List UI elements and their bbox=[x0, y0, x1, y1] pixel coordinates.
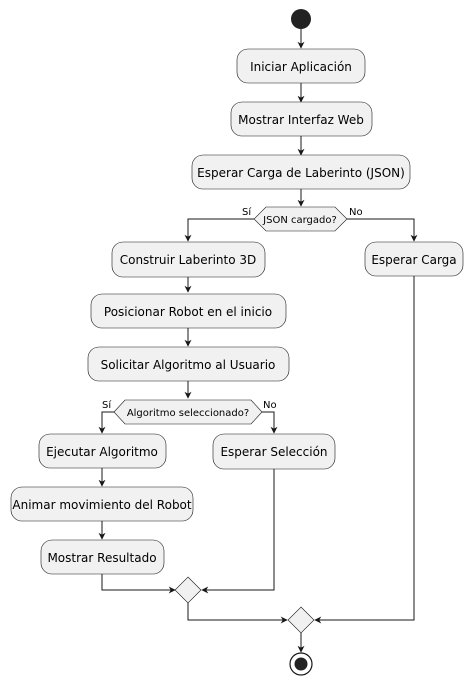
action-label: Esperar Carga de Laberinto (JSON) bbox=[197, 166, 405, 180]
action-esperar-seleccion: Esperar Selección bbox=[212, 433, 336, 470]
edge-label-no: No bbox=[263, 400, 277, 411]
action-label: Ejecutar Algoritmo bbox=[46, 445, 158, 459]
action-esperar-carga: Esperar Carga bbox=[364, 241, 464, 277]
edge-label-yes: Sí bbox=[102, 399, 112, 411]
action-label: Construir Laberinto 3D bbox=[120, 253, 257, 267]
action-label: Iniciar Aplicación bbox=[250, 60, 352, 74]
decision-algoritmo-seleccionado: Algoritmo seleccionado? bbox=[113, 399, 263, 425]
action-label: Esperar Carga bbox=[371, 253, 456, 267]
action-label: Solicitar Algoritmo al Usuario bbox=[101, 358, 276, 372]
action-mostrar-interfaz-web: Mostrar Interfaz Web bbox=[230, 101, 373, 137]
merge-node-inner bbox=[174, 576, 202, 604]
action-animar-movimiento: Animar movimiento del Robot bbox=[10, 486, 194, 522]
end-node bbox=[289, 652, 313, 676]
action-label: Posicionar Robot en el inicio bbox=[104, 305, 272, 319]
decision-json-cargado: JSON cargado? bbox=[253, 206, 348, 232]
decision-label: JSON cargado? bbox=[262, 215, 337, 226]
edge-label-yes: Sí bbox=[242, 206, 252, 218]
action-solicitar-algoritmo: Solicitar Algoritmo al Usuario bbox=[87, 346, 290, 382]
action-label: Mostrar Resultado bbox=[47, 551, 156, 565]
action-iniciar-aplicacion: Iniciar Aplicación bbox=[236, 48, 366, 84]
decision-label: Algoritmo seleccionado? bbox=[127, 408, 249, 419]
action-ejecutar-algoritmo: Ejecutar Algoritmo bbox=[38, 433, 167, 469]
action-mostrar-resultado: Mostrar Resultado bbox=[40, 539, 165, 575]
action-posicionar-robot: Posicionar Robot en el inicio bbox=[90, 293, 287, 329]
action-construir-laberinto: Construir Laberinto 3D bbox=[111, 241, 266, 278]
edges bbox=[98, 29, 418, 653]
action-esperar-carga-laberinto: Esperar Carga de Laberinto (JSON) bbox=[191, 154, 411, 190]
action-label: Esperar Selección bbox=[220, 445, 327, 459]
edge-label-no: No bbox=[349, 207, 363, 218]
merge-node-outer bbox=[287, 606, 315, 634]
action-label: Mostrar Interfaz Web bbox=[238, 113, 364, 127]
action-label: Animar movimiento del Robot bbox=[12, 498, 192, 512]
start-node bbox=[291, 9, 311, 29]
